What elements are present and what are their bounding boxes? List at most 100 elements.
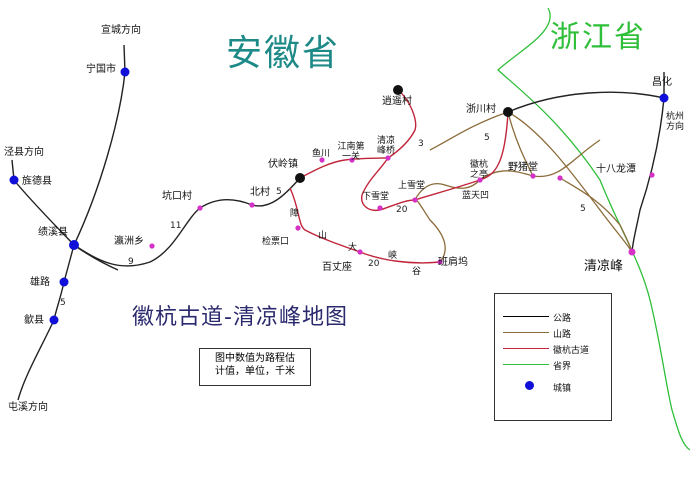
ancient-road-loop xyxy=(361,157,416,212)
legend-dot xyxy=(525,381,534,390)
waypoint-qingliangfeng xyxy=(628,248,636,256)
road-changhua-qingliangfeng xyxy=(631,97,665,253)
label-baizhangzuo: 百丈座 xyxy=(322,262,352,273)
label-lantianao: 蓝天凹 xyxy=(462,191,490,201)
legend-item-highway: 公路 xyxy=(495,310,613,324)
waypoint-shangxuetang xyxy=(412,197,418,203)
label-shexian: 歙县 xyxy=(24,315,44,326)
label-ningguo: 宁国市 xyxy=(86,64,116,75)
label-yuchuan: 鱼川 xyxy=(312,149,331,159)
road-ningguo-up xyxy=(123,44,126,73)
distance-label: 20 xyxy=(368,259,380,269)
distance-note: 图中数值为路程估 计值，单位，千米 xyxy=(199,348,311,386)
town-dot-xionglu xyxy=(59,277,69,287)
waypoints xyxy=(149,155,655,265)
path-xiaoyao-zhechuan xyxy=(429,111,509,151)
town-dot-ningguo xyxy=(120,67,130,77)
path-banjianwu-lantianao xyxy=(414,199,446,263)
distance-label: 3 xyxy=(418,139,424,149)
label-jixi: 绩溪县 xyxy=(38,227,68,238)
distance-label: 5 xyxy=(60,298,66,308)
label-xiaxuetang: 下雪堂 xyxy=(362,192,390,202)
road-shexian-tunxi xyxy=(17,319,55,401)
path-xiaxuetang xyxy=(414,179,481,201)
village-dot-fuling xyxy=(295,173,305,183)
label-qingliangfeng: 清凉峰 xyxy=(584,259,624,274)
label-shangxuetang: 上雪堂 xyxy=(398,181,426,191)
waypoint-shibalongtan xyxy=(649,172,655,178)
label-hangzhou-dir: 杭州方向 xyxy=(665,112,684,132)
canyon-char-5: 谷 xyxy=(412,267,422,277)
distance-label: 20 xyxy=(396,205,408,215)
waypoint-jiangnan xyxy=(349,157,355,163)
province-label-anhui: 安徽省 xyxy=(226,33,341,74)
label-jingde: 旌德县 xyxy=(22,176,52,187)
legend-item-mountain-path: 山路 xyxy=(495,326,613,340)
label-yezhutang: 野猪堂 xyxy=(508,162,538,173)
village-dot-zhechuan xyxy=(503,107,513,117)
legend-item-town: 城镇 xyxy=(495,380,613,394)
waypoint-yezhutang xyxy=(530,173,536,179)
legend-label: 公路 xyxy=(553,314,572,324)
legend: 公路 山路 徽杭古道 省界 城镇 xyxy=(494,293,612,421)
legend-swatch xyxy=(503,348,549,349)
legend-item-ancient-road: 徽杭古道 xyxy=(495,342,613,356)
label-jiangnan: 江南第一关 xyxy=(337,142,365,162)
label-banjianwu: 班肩坞 xyxy=(438,257,468,268)
legend-item-province-border: 省界 xyxy=(495,358,613,372)
ancient-road-main xyxy=(289,187,441,264)
label-beicun: 北村 xyxy=(250,187,270,198)
road-jixi-fuling xyxy=(73,177,301,267)
legend-label: 徽杭古道 xyxy=(553,346,590,356)
waypoint-yuchuan xyxy=(319,157,325,163)
ancient-road-fuling-qingliang xyxy=(299,157,389,179)
distance-label: 5 xyxy=(276,187,282,197)
waypoint-linzhou xyxy=(149,243,155,249)
distance-label: 9 xyxy=(128,257,134,267)
road-zhechuan-changhua xyxy=(507,91,665,113)
town-dot-jingde xyxy=(9,175,19,185)
note-line-2: 计值，单位，千米 xyxy=(215,366,295,377)
waypoint-jipiaokou xyxy=(295,225,301,231)
distance-label: 5 xyxy=(484,133,490,143)
waypoint-lantianao xyxy=(477,177,483,183)
canyon-char-2: 山 xyxy=(318,231,328,241)
waypoint-node xyxy=(557,175,563,181)
legend-swatch xyxy=(503,316,549,317)
waypoint-beicun xyxy=(249,202,255,208)
legend-swatch xyxy=(503,332,549,333)
waypoint-xiaxuetang xyxy=(377,205,383,211)
town-dot-shexian xyxy=(49,315,59,325)
road-jingde-jixi xyxy=(13,179,75,246)
legend-label: 山路 xyxy=(553,330,572,340)
path-zhechuan-yezhutang xyxy=(507,111,534,177)
label-zhechuan: 浙川村 xyxy=(466,104,496,115)
label-fuling: 伏岭镇 xyxy=(268,159,298,170)
label-tunxi-dir: 屯溪方向 xyxy=(8,402,48,413)
label-shibalongtan: 十八龙潭 xyxy=(596,164,636,175)
village-dot-xiaoyao xyxy=(393,85,403,95)
label-xionglu: 雄路 xyxy=(30,277,50,288)
distance-label: 11 xyxy=(170,221,182,231)
waypoint-banjianwu xyxy=(437,259,443,265)
label-kengkou: 坑口村 xyxy=(162,191,192,202)
ancient-road-xiaoyao xyxy=(387,89,417,159)
path-zhechuan-qingliangfeng xyxy=(507,111,633,253)
road-ningguo-jixi xyxy=(73,71,126,246)
path-shibalongtan xyxy=(559,177,633,253)
waypoint-kengkou xyxy=(197,205,203,211)
legend-label: 省界 xyxy=(553,362,572,372)
legend-label: 城镇 xyxy=(553,384,572,394)
map-title: 徽杭古道-清凉峰地图 xyxy=(132,305,348,330)
distance-label: 5 xyxy=(580,204,586,214)
waypoint-baizhangzuo xyxy=(357,249,363,255)
label-qingliang-bridge: 清凉峰桥 xyxy=(376,136,395,156)
canyon-char-3: 大 xyxy=(348,243,358,253)
town-dot-changhua xyxy=(659,93,669,103)
label-jipiaokou: 检票口 xyxy=(262,237,290,247)
label-linzhou: 瀛洲乡 xyxy=(114,236,144,247)
note-line-1: 图中数值为路程估 xyxy=(215,353,295,364)
waypoint-qingliang-bridge xyxy=(385,155,391,161)
label-changhua: 昌化 xyxy=(652,77,672,88)
label-xiaoyao: 逍遥村 xyxy=(382,96,412,107)
